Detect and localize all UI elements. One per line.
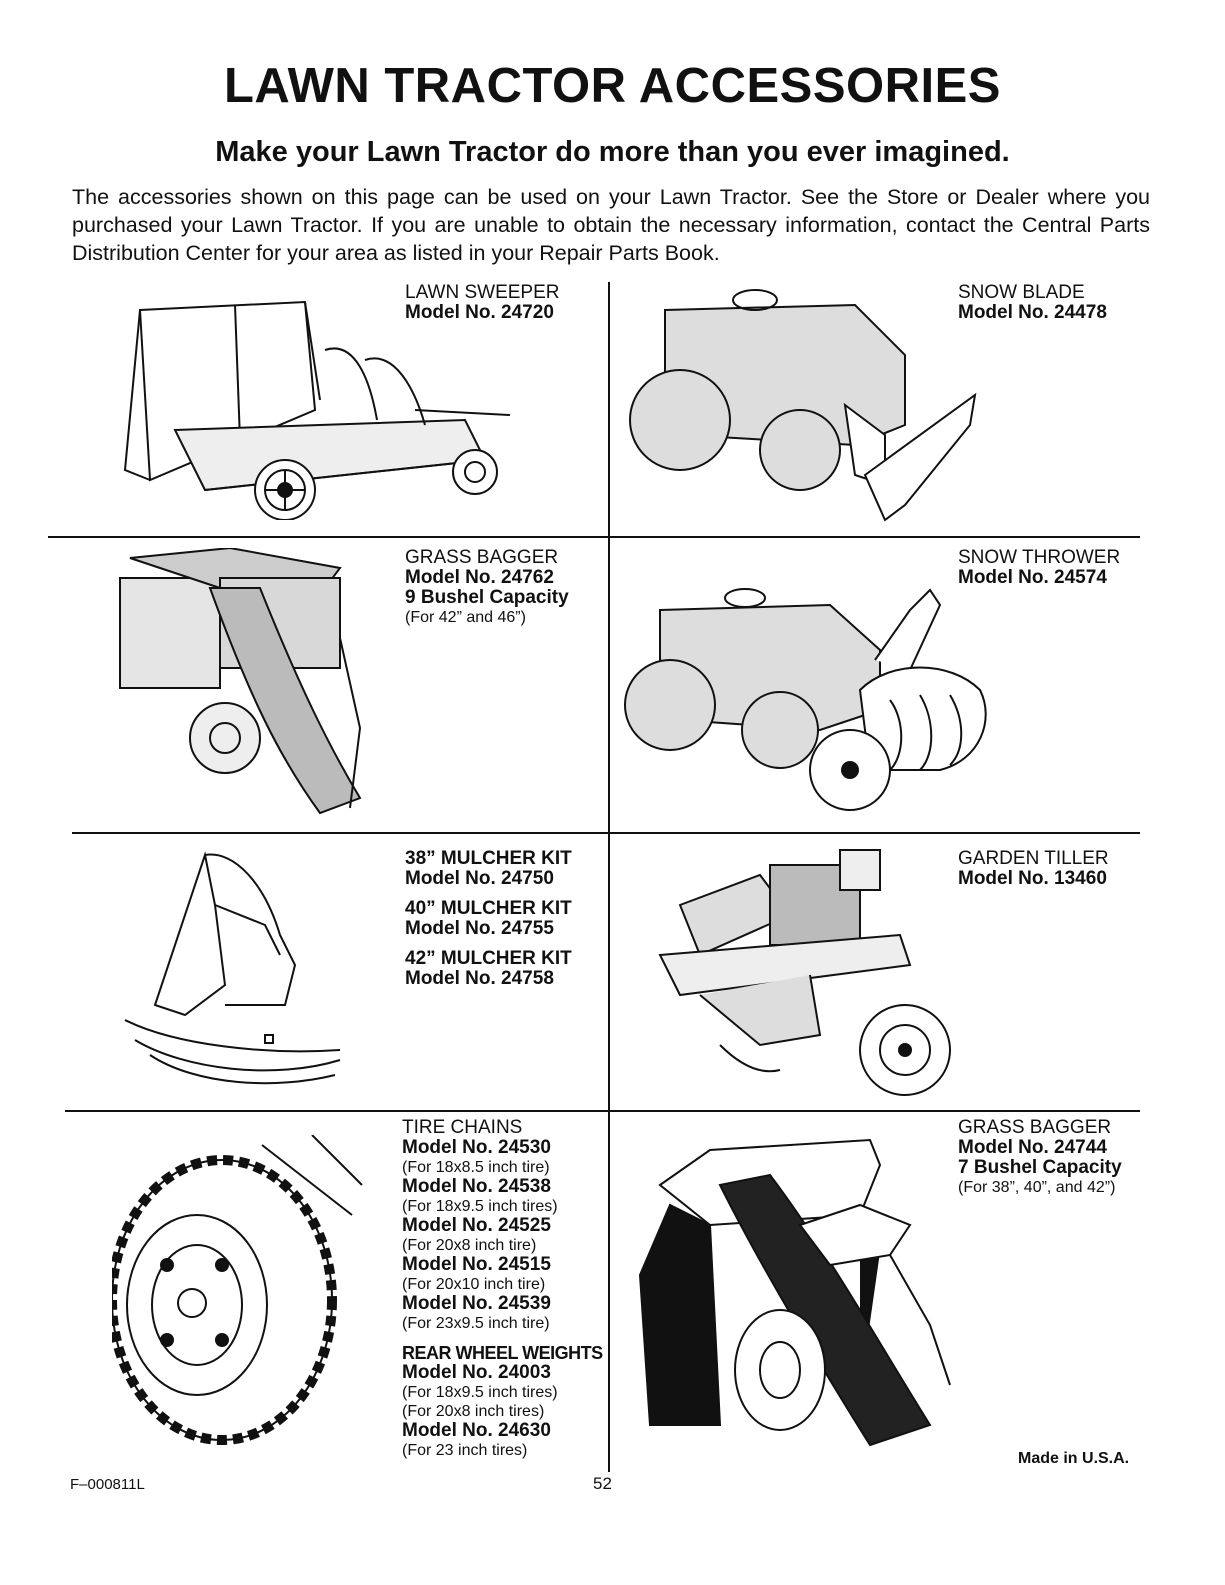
center-divider xyxy=(608,282,610,1472)
snow-blade-label: SNOW BLADE Model No. 24478 xyxy=(958,282,1107,323)
row-divider-3 xyxy=(65,1110,1140,1112)
lawn-sweeper-illustration xyxy=(123,300,511,520)
snow-blade-illustration xyxy=(629,289,977,522)
tire-chains-label: TIRE CHAINS Model No. 24530 (For 18x8.5 … xyxy=(402,1117,603,1460)
lawn-sweeper-label: LAWN SWEEPER Model No. 24720 xyxy=(405,282,560,323)
mulcher-kit-label: 38” MULCHER KIT Model No. 24750 40” MULC… xyxy=(405,848,572,989)
row-divider-2 xyxy=(72,832,1140,834)
snow-thrower-label: SNOW THROWER Model No. 24574 xyxy=(958,547,1121,588)
page-title: LAWN TRACTOR ACCESSORIES xyxy=(224,59,1001,113)
page-subtitle: Make your Lawn Tractor do more than you … xyxy=(215,136,1010,168)
page-number: 52 xyxy=(593,1474,612,1493)
garden-tiller-label: GARDEN TILLER Model No. 13460 xyxy=(958,848,1109,889)
snow-thrower-illustration xyxy=(624,588,987,811)
mulcher-kit-illustration xyxy=(124,851,341,1085)
grass-bagger-9-label: GRASS BAGGER Model No. 24762 9 Bushel Ca… xyxy=(405,547,569,627)
document-code: F–000811L xyxy=(70,1476,145,1493)
grass-bagger-7-illustration xyxy=(638,1138,951,1447)
grass-bagger-7-label: GRASS BAGGER Model No. 24744 7 Bushel Ca… xyxy=(958,1117,1122,1197)
tire-chains-illustration xyxy=(112,1135,363,1445)
made-in-usa: Made in U.S.A. xyxy=(1018,1450,1130,1467)
grass-bagger-9-illustration xyxy=(119,548,362,815)
garden-tiller-illustration xyxy=(658,849,951,1096)
intro-paragraph: The accessories shown on this page can b… xyxy=(72,185,1150,265)
row-divider-1 xyxy=(48,536,1140,538)
